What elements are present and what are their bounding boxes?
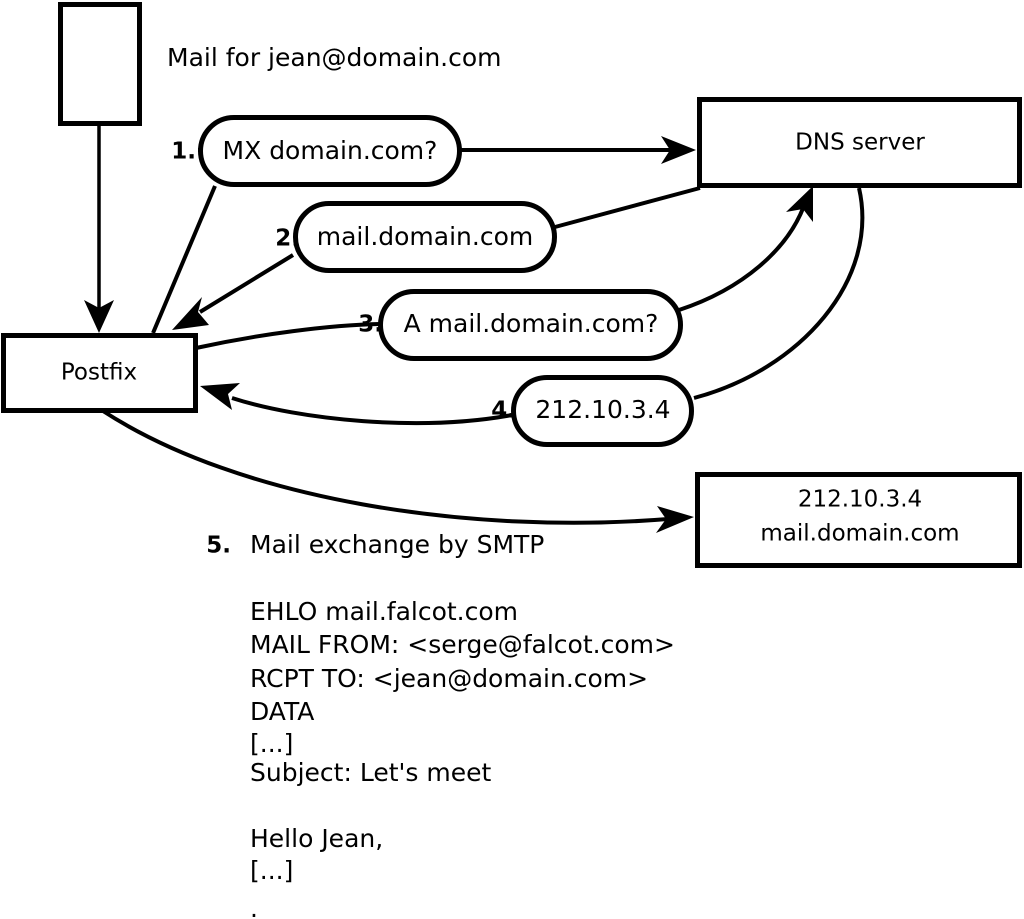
edge-step3-query — [195, 186, 813, 350]
step-2-number: 2. — [275, 226, 300, 252]
arrowhead-step5-target — [656, 506, 694, 533]
transcript-line: EHLO mail.falcot.com — [250, 597, 518, 626]
transcript-line: DATA — [250, 697, 314, 726]
step-2-pill[interactable]: mail.domain.com — [293, 201, 557, 273]
step-4-label: 212.10.3.4 — [535, 395, 670, 424]
transcript-line: Subject: Let's meet — [250, 758, 491, 787]
node-dns-server-label: DNS server — [795, 130, 925, 156]
transcript-line: [...] — [250, 856, 293, 885]
arrowhead-step1-dns — [661, 136, 696, 164]
step-5-label: Mail exchange by SMTP — [250, 530, 544, 559]
step-1-pill[interactable]: MX domain.com? — [198, 115, 462, 187]
edge-step5-smtp — [101, 409, 694, 533]
transcript-line: MAIL FROM: <serge@falcot.com> — [250, 630, 675, 659]
arrowhead-step4-postfix — [200, 383, 240, 410]
node-client[interactable] — [58, 2, 142, 126]
mail-for-caption: Mail for jean@domain.com — [167, 43, 502, 72]
edge-step4-answer — [200, 187, 865, 425]
transcript-line: [...] — [250, 729, 293, 758]
node-postfix-label: Postfix — [61, 360, 137, 386]
step-5-number: 5. — [206, 533, 231, 559]
arrowhead-client-postfix — [84, 300, 114, 333]
step-1-label: MX domain.com? — [223, 136, 438, 165]
step-3-label: A mail.domain.com? — [404, 309, 659, 338]
transcript-line: RCPT TO: <jean@domain.com> — [250, 664, 648, 693]
step-4-number: 4. — [491, 398, 516, 424]
step-1-number: 1. — [171, 139, 196, 165]
edge-step2-answer — [172, 186, 701, 330]
node-target-ip-label: 212.10.3.4 — [798, 487, 922, 513]
edge-step1-query — [151, 136, 696, 334]
step-3-pill[interactable]: A mail.domain.com? — [378, 289, 683, 361]
step-2-label: mail.domain.com — [317, 222, 533, 251]
transcript-line: Hello Jean, — [250, 824, 383, 853]
node-target-mailserver[interactable]: 212.10.3.4 mail.domain.com — [695, 472, 1022, 568]
step-3-number: 3. — [358, 312, 383, 338]
node-target-host-label: mail.domain.com — [760, 521, 959, 547]
arrowhead-step2-postfix — [172, 297, 209, 330]
transcript-line: . — [250, 894, 258, 919]
smtp-transcript: EHLO mail.falcot.com MAIL FROM: <serge@f… — [250, 597, 675, 919]
edge-client-to-postfix — [84, 124, 114, 333]
arrowhead-step3-dns — [786, 186, 813, 222]
node-dns-server[interactable]: DNS server — [697, 97, 1022, 188]
step-4-pill[interactable]: 212.10.3.4 — [511, 375, 694, 447]
node-postfix[interactable]: Postfix — [1, 333, 198, 413]
